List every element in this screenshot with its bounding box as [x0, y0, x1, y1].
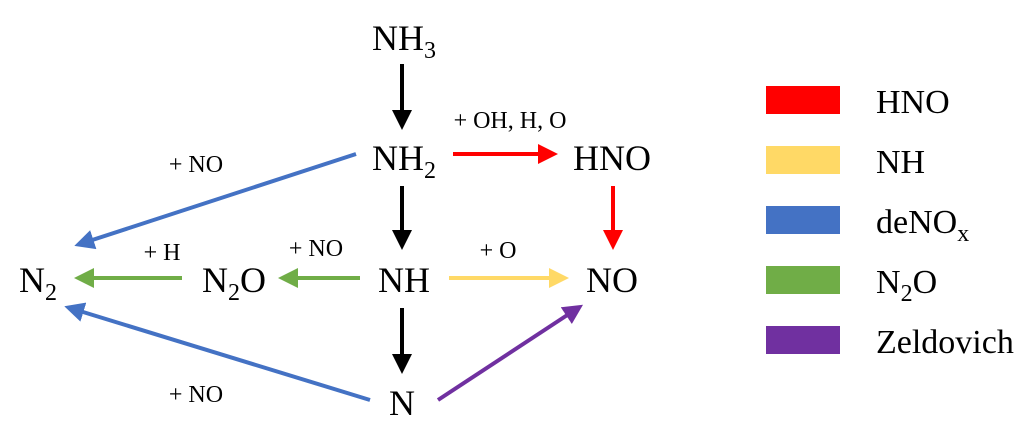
label-h: + H — [144, 240, 181, 266]
species-n2: N2 — [19, 260, 57, 306]
species-nh3: NH3 — [372, 18, 436, 64]
species-n2o: N2O — [202, 260, 266, 306]
legend-swatch-nh — [766, 146, 840, 174]
species-no: NO — [586, 260, 638, 300]
label-no-mid: + NO — [289, 236, 343, 262]
species-nh2: NH2 — [372, 138, 436, 184]
legend-swatch-hno — [766, 86, 840, 114]
legend-swatch-zeldovich — [766, 326, 840, 354]
legend-label-zeldovich: Zeldovich — [876, 324, 1014, 361]
species-n: N — [389, 383, 415, 423]
legend-label-denox: deNOx — [876, 204, 969, 247]
arrow-n-to-no — [436, 304, 584, 402]
label-no-top: + NO — [169, 152, 223, 178]
species-nh: NH — [378, 260, 430, 300]
label-oh-h-o: + OH, H, O — [454, 108, 567, 134]
arrow-n-to-n2 — [64, 302, 371, 402]
species-labels: NH3 NH2 HNO NH NO N2O N2 N — [19, 18, 651, 423]
legend-label-nh: NH — [876, 144, 925, 181]
legend-swatch-denox — [766, 206, 840, 234]
label-o: + O — [480, 238, 517, 264]
reaction-labels: + OH, H, O + NO + H + NO + O + NO — [144, 108, 567, 408]
legend-label-hno: HNO — [876, 84, 950, 121]
label-no-bottom: + NO — [169, 382, 223, 408]
arrow-nh2-to-n2 — [74, 152, 357, 250]
legend: HNO NH deNOx N2O Zeldovich — [766, 84, 1014, 361]
legend-label-n2o: N2O — [876, 264, 937, 307]
species-hno: HNO — [573, 138, 651, 178]
pathway-arrows — [64, 64, 623, 402]
legend-swatch-n2o — [766, 266, 840, 294]
